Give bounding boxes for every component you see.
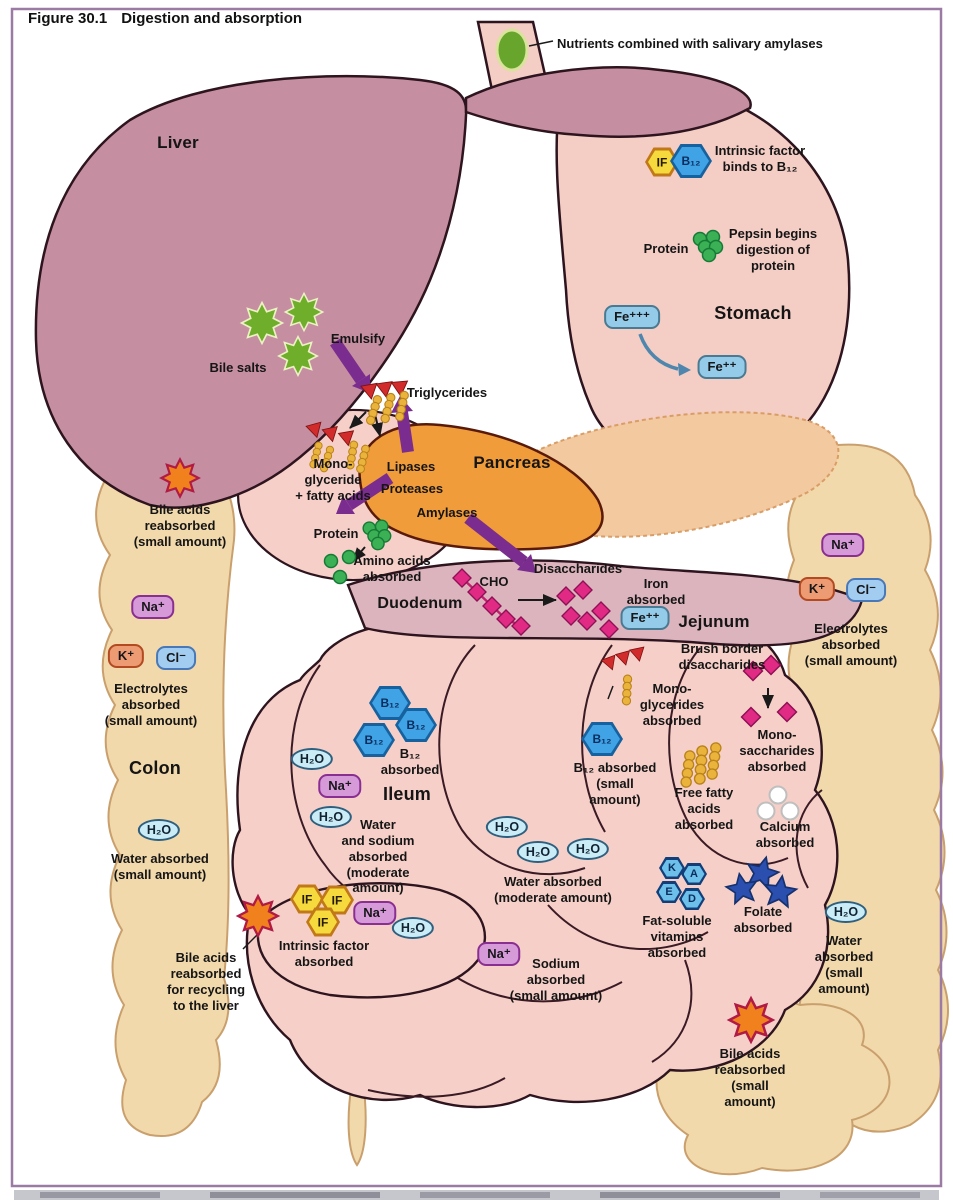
water-right-label: Water absorbed (small amount) [814,933,874,996]
liver-shape [34,66,752,509]
water-molecule-ileum-1: H₂O [290,748,334,770]
protein-label-stomach: Protein [643,241,689,256]
intrinsic-absorbed-label: Intrinsic factor absorbed [278,938,370,969]
stomach-label: Stomach [714,303,792,323]
vitamin-a-icon: A [681,863,707,885]
chloride-chip-left: Cl⁻ [156,646,196,670]
water-molecule-center-3: H₂O [566,838,610,860]
intrinsic-factor-note: Intrinsic factor binds to B₁₂ [714,143,806,174]
iron-reduction-arrow [638,333,691,376]
pepsin-note: Pepsin begins digestion of protein [728,226,818,273]
water-molecule-right: H₂O [824,901,868,923]
water-molecule-center-2: H₂O [516,841,560,863]
potassium-chip-left: K⁺ [107,644,145,668]
esophagus-note: Nutrients combined with salivary amylase… [557,36,823,51]
fe2-jejunum-chip: Fe⁺⁺ [620,606,670,630]
folate-label: Folate absorbed [733,904,793,935]
monoglyceride-label: Mono- glyceride + fatty acids [295,456,371,503]
b12-icon-stomach: B₁₂ [670,144,712,178]
brush-border-label: Brush border disaccharides [678,641,766,672]
electrolytes-left-label: Electrolytes absorbed (small amount) [104,681,198,728]
pancreas-head-shape [358,423,604,551]
bile-recycling-label: Bile acids reabsorbed for recycling to t… [166,950,246,1013]
cho-chain-icons [452,568,531,636]
pancreas-label: Pancreas [473,453,551,472]
water-sodium-label: Water and sodium absorbed (moderate amou… [341,817,415,896]
fat-soluble-label: Fat-soluble vitamins absorbed [642,913,712,960]
chloride-chip-right: Cl⁻ [846,578,886,602]
water-moderate-label: Water absorbed (moderate amount) [494,874,612,905]
monosaccharide-icons [740,654,798,728]
monosaccharides-absorbed-label: Mono- saccharides absorbed [739,727,815,774]
free-fatty-label: Free fatty acids absorbed [674,785,734,832]
vitamin-d-icon: D [679,888,705,910]
b12-absorbed-label: B₁₂ absorbed [380,746,440,777]
electrolytes-right-label: Electrolytes absorbed (small amount) [804,621,898,668]
amino-acids-label: Amino acids absorbed [353,553,431,584]
water-molecule-center-1: H₂O [485,816,529,838]
triglycerides-icons [360,380,410,427]
fe2-chip: Fe⁺⁺ [697,355,747,379]
water-molecule-colon: H₂O [137,819,181,841]
potassium-chip-right: K⁺ [798,577,836,601]
water-molecule-ileum-2: H₂O [309,806,353,828]
figure-title: Figure 30.1 Digestion and absorption [28,10,302,27]
bile-acids-right-label: Bile acids reabsorbed (small amount) [714,1046,786,1109]
duodenum-label: Duodenum [377,595,463,612]
sodium-chip-left: Na⁺ [131,595,175,619]
vitamin-e-icon: E [656,881,682,903]
b12-icon-ileum-1: B₁₂ [369,686,411,720]
jejunum-label: Jejunum [678,612,750,631]
figure-caption: Digestion and absorption [121,10,303,27]
proteases-label: Proteases [380,481,444,496]
water-left-label: Water absorbed (small amount) [111,851,209,882]
amino-acid-icons [323,549,357,585]
vitamin-k-icon: K [659,857,685,879]
water-molecule-pouch: H₂O [391,917,435,939]
b12-icon-ileum-3: B₁₂ [353,723,395,757]
nutrient-bolus [495,28,529,72]
fe3-chip: Fe⁺⁺⁺ [604,305,660,329]
b12-small-label: B₁₂ absorbed (small amount) [573,760,657,807]
b12-icon-ileum-2: B₁₂ [395,708,437,742]
monoglycerides-absorbed-label: Mono- glycerides absorbed [639,681,705,728]
sodium-small-label: Sodium absorbed (small amount) [509,956,603,1003]
figure-border [10,7,943,1188]
cho-label: CHO [479,574,509,589]
emulsify-label: Emulsify [330,331,386,346]
iron-absorbed-label: Iron absorbed [626,576,686,607]
disaccharides-label: Disaccharides [533,561,623,576]
bile-salts-label: Bile salts [209,360,267,375]
cropped-next-figure-strip [14,1190,939,1200]
calcium-icons [756,785,800,821]
sodium-chip-center: Na⁺ [477,942,521,966]
protein-label-duodenum: Protein [313,526,359,541]
ileum-label: Ileum [382,784,432,804]
colon-label: Colon [129,758,181,778]
enzyme-arrows [330,338,536,573]
intrinsic-factor-icon-stomach: IF [645,147,679,177]
triglycerides-label: Triglycerides [406,385,488,400]
lipases-label: Lipases [386,459,436,474]
flow-arrows [242,40,774,950]
bile-acids-left-label: Bile acids reabsorbed (small amount) [133,502,227,549]
calcium-label: Calcium absorbed [755,819,815,850]
sodium-chip-pouch: Na⁺ [353,901,397,925]
sodium-chip-ileum: Na⁺ [318,774,362,798]
b12-icon-center: B₁₂ [581,722,623,756]
figure-number: Figure 30.1 [28,10,108,27]
sodium-chip-right: Na⁺ [821,533,865,557]
amylases-label: Amylases [416,505,478,520]
liver-label: Liver [157,133,199,152]
